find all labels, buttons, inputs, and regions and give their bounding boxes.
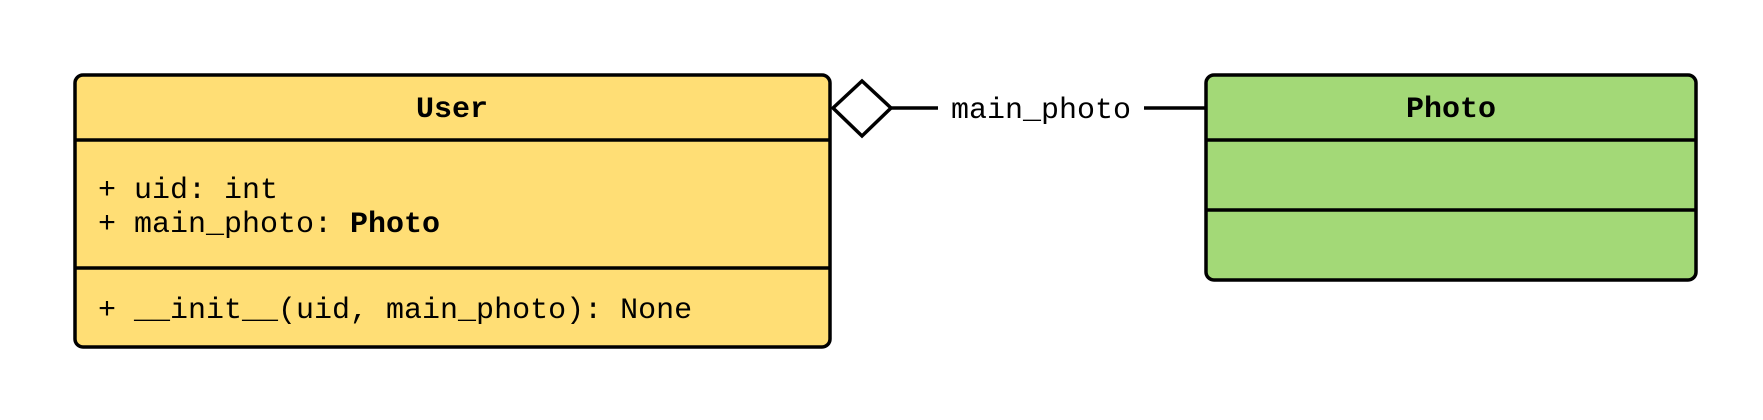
class-name: User [416,93,488,127]
method: + __init__(uid, main_photo): None [98,294,692,328]
class-name: Photo [1406,93,1496,127]
class-photo-box [1204,73,1698,282]
edge-label: main_photo [951,94,1131,128]
class-user-box [73,73,832,349]
attribute: + uid: int [98,174,278,208]
class-photo[interactable]: Photo [1204,73,1698,282]
class-user[interactable]: User + uid: int + main_photo: Photo + __… [73,73,832,349]
aggregation-edge[interactable]: main_photo [830,78,1206,139]
hollow-diamond-icon [830,78,894,139]
attribute: + main_photo: Photo [98,208,440,242]
